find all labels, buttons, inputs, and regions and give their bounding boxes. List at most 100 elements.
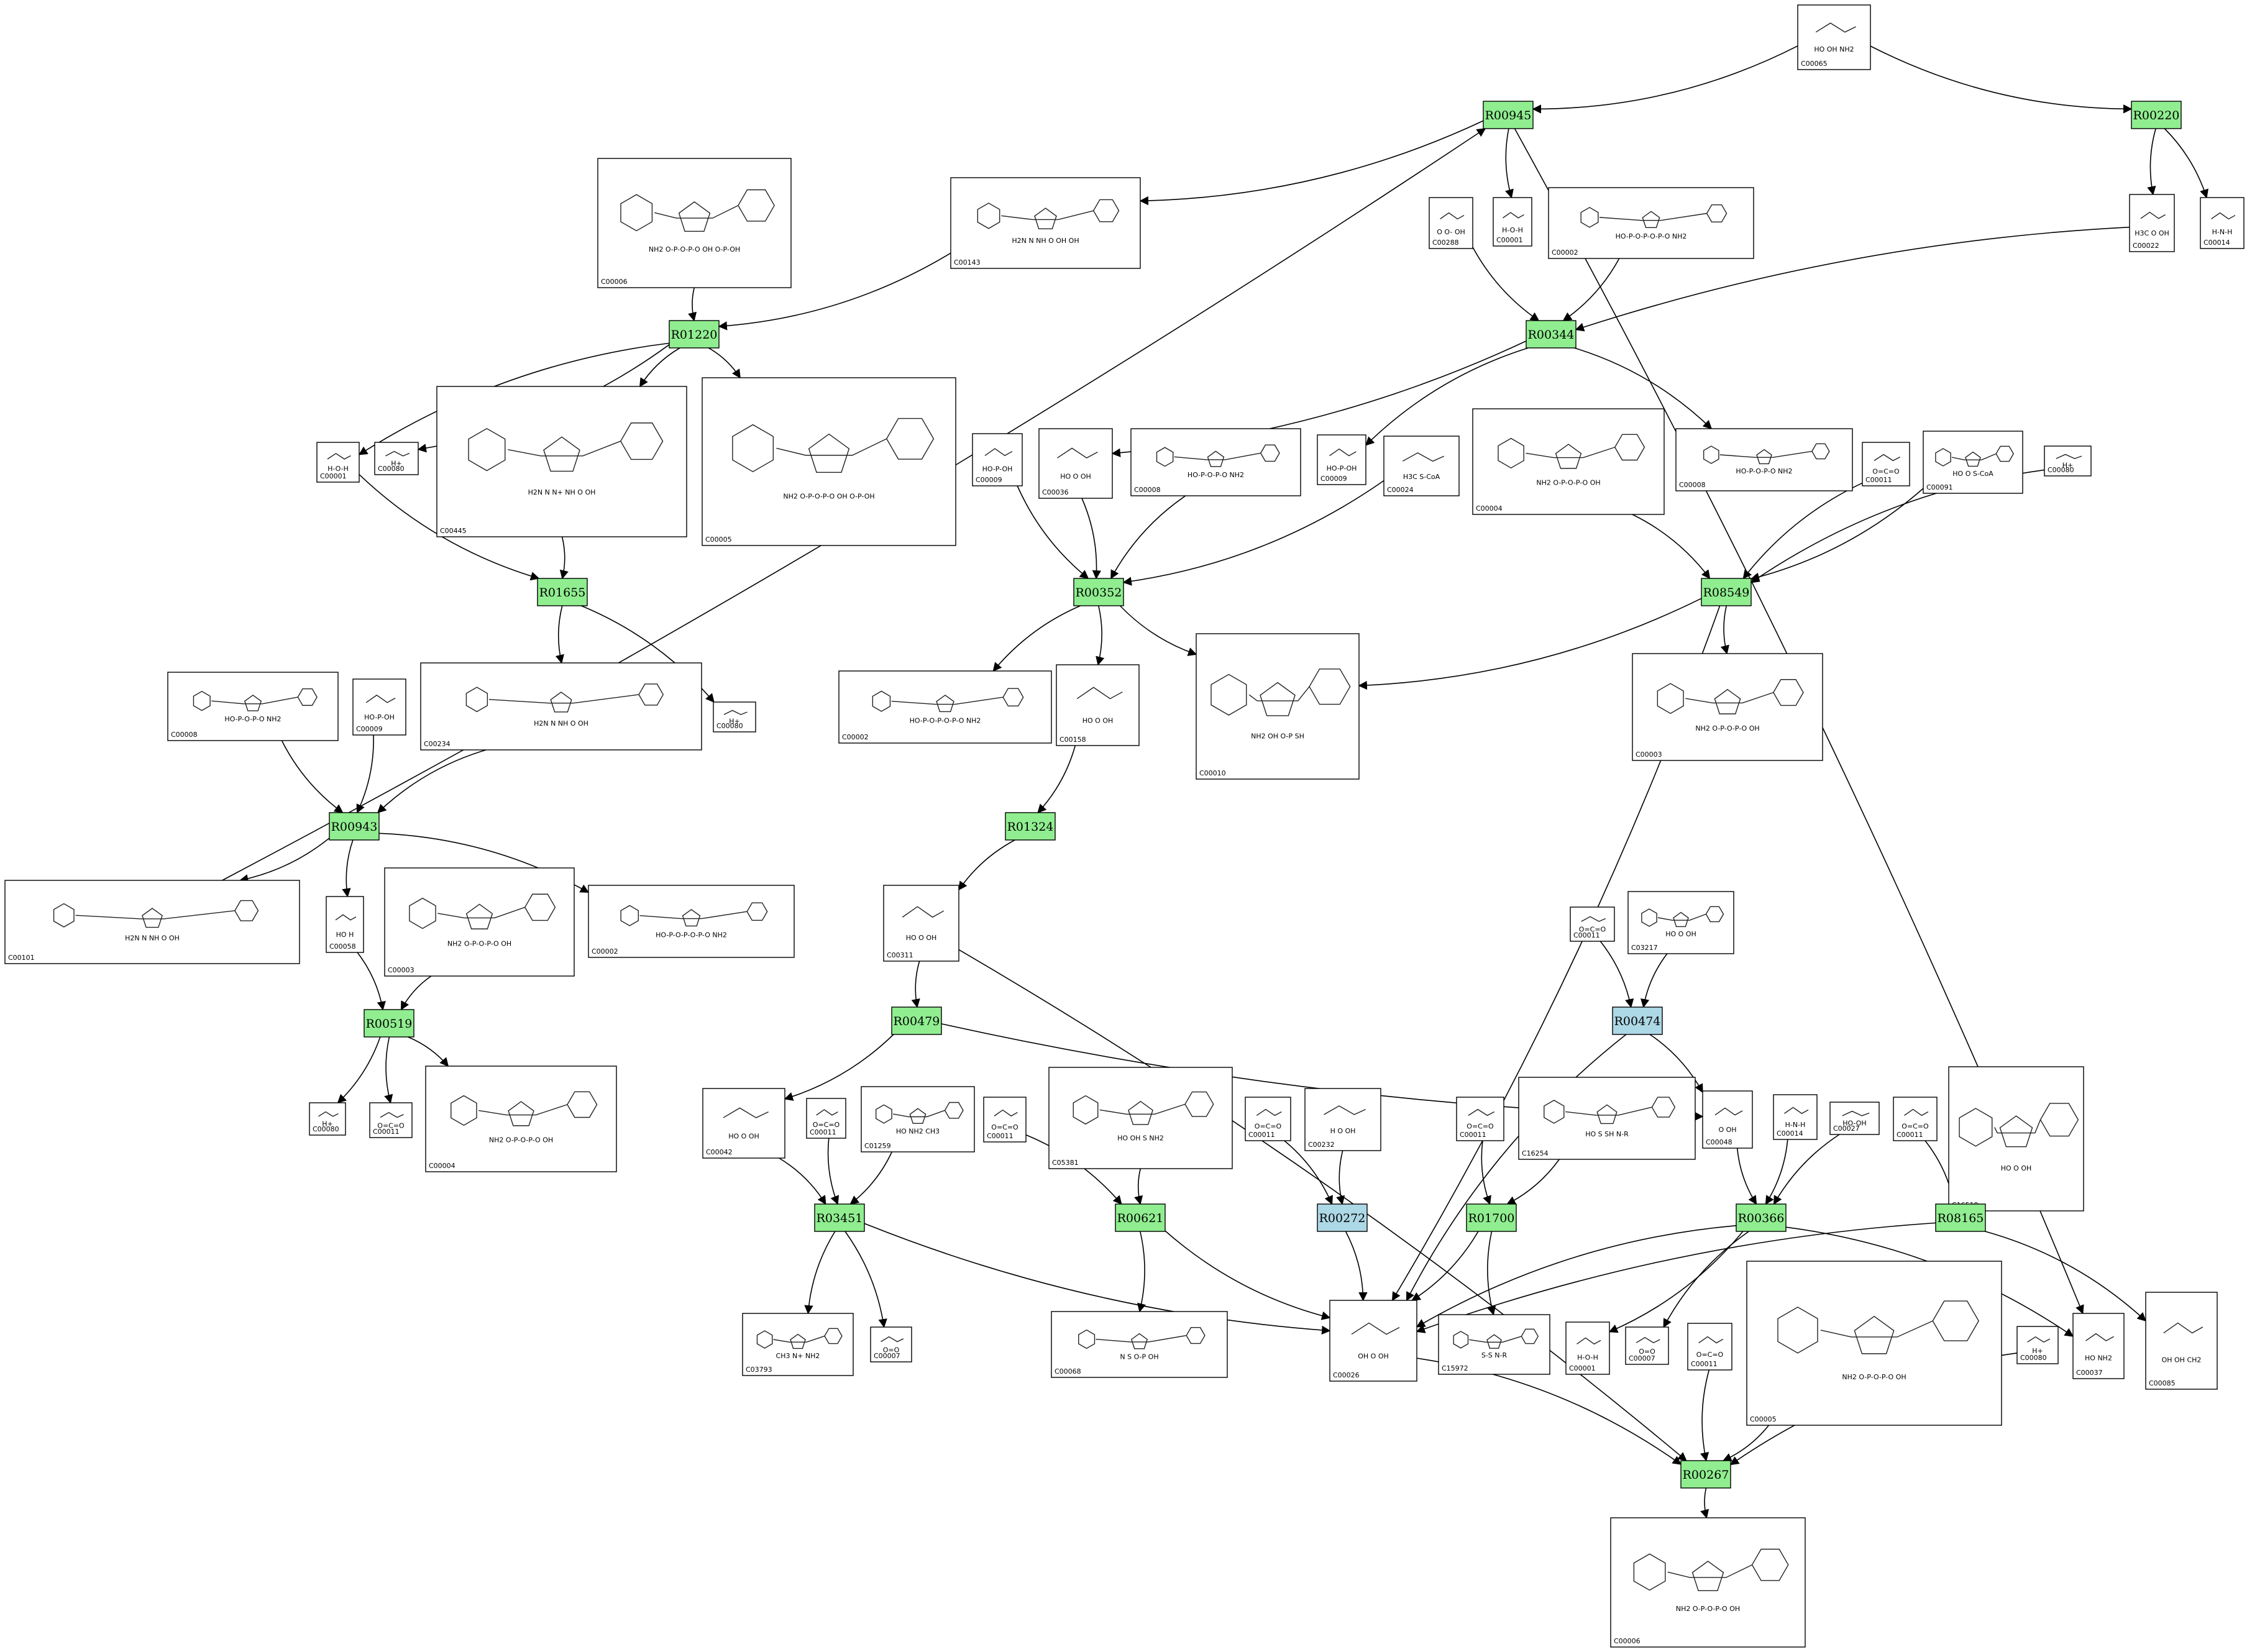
compound-C00080[interactable]: H+C00080 — [309, 1102, 346, 1136]
compound-formula: H+ — [2062, 462, 2074, 470]
reaction-R00352[interactable]: R00352 — [1073, 578, 1124, 606]
reaction-R00479[interactable]: R00479 — [891, 1006, 942, 1035]
reaction-R08549[interactable]: R08549 — [1701, 578, 1752, 606]
reaction-R01220[interactable]: R01220 — [669, 320, 720, 349]
reaction-R00474[interactable]: R00474 — [1612, 1006, 1663, 1035]
compound-box — [326, 896, 364, 953]
structure-drawing — [1874, 454, 1901, 462]
compound-C00080[interactable]: H+C00080 — [2016, 1326, 2059, 1364]
reaction-R00272[interactable]: R00272 — [1317, 1203, 1368, 1232]
compound-formula: O=C=O — [1901, 1122, 1929, 1130]
reaction-R00344[interactable]: R00344 — [1526, 320, 1577, 349]
reaction-R00220[interactable]: R00220 — [2131, 101, 2182, 129]
reaction-R00366[interactable]: R00366 — [1736, 1203, 1787, 1232]
compound-id: C00003 — [1636, 751, 1662, 759]
compound-id: C00288 — [1432, 239, 1459, 247]
compound-box — [1746, 1261, 2002, 1426]
edge-R00519-to-c004b — [408, 1036, 449, 1067]
structure-drawing — [1544, 1097, 1676, 1125]
compound-C00080[interactable]: H+C00080 — [2044, 445, 2092, 477]
reaction-R00519[interactable]: R00519 — [364, 1009, 414, 1038]
reaction-R03451[interactable]: R03451 — [814, 1203, 865, 1232]
reaction-R08165[interactable]: R08165 — [1935, 1203, 1986, 1232]
reaction-R00945[interactable]: R00945 — [1483, 101, 1534, 129]
reaction-R00943[interactable]: R00943 — [329, 812, 380, 841]
compound-C00080[interactable]: H+C00080 — [713, 701, 756, 732]
reaction-R00621[interactable]: R00621 — [1115, 1203, 1166, 1232]
edge-R00352-to-c158 — [1096, 605, 1105, 666]
structure-drawing — [318, 1111, 339, 1117]
compound-id: C00005 — [705, 536, 732, 544]
compound-C16519[interactable]: HO O OHC16519 — [1948, 1066, 2084, 1212]
reaction-R01700[interactable]: R01700 — [1466, 1203, 1517, 1232]
edge-c014b-to-R00366 — [1765, 1139, 1788, 1205]
reaction-R00267[interactable]: R00267 — [1680, 1460, 1731, 1489]
reaction-R01655[interactable]: R01655 — [537, 578, 588, 606]
reaction-R01324[interactable]: R01324 — [1005, 812, 1056, 841]
compound-C00080[interactable]: H+C00080 — [374, 442, 419, 475]
reaction-label: R00943 — [331, 820, 378, 834]
